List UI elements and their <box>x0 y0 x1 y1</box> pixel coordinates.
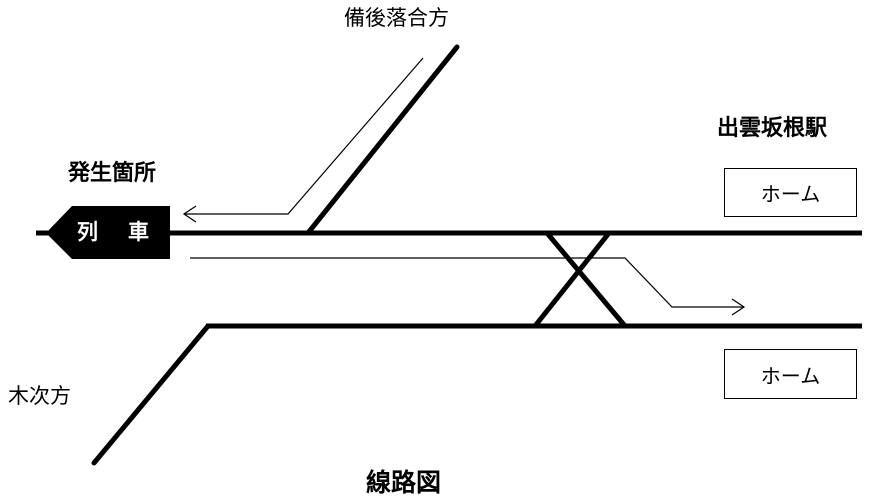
izumo-sakane-station-label: 出雲坂根駅 <box>717 116 828 141</box>
train-label-char-2: 車 <box>128 220 149 244</box>
lower-platform-label: ホーム <box>760 363 821 388</box>
upper-platform: ホーム <box>724 168 857 217</box>
route-arrow-to-train-head <box>182 205 197 223</box>
route-arrow-to-train <box>184 57 424 215</box>
train-label-char-1: 列 <box>77 220 98 244</box>
bingo-ochiai-direction-label: 備後落合方 <box>344 6 449 30</box>
crossover-track-a <box>545 231 627 328</box>
bingo-ochiai-branch-track <box>305 44 460 236</box>
diagram-title: 線路図 <box>366 468 442 497</box>
kisuki-branch-track <box>91 323 211 466</box>
route-arrow-crossover-head <box>731 298 746 316</box>
accident-location-label: 発生箇所 <box>68 161 157 186</box>
kisuki-direction-label: 木次方 <box>8 384 71 408</box>
upper-platform-label: ホーム <box>760 182 821 206</box>
train-shape <box>46 206 170 259</box>
route-arrow-crossover <box>190 257 744 308</box>
crossover-track-b <box>533 231 611 328</box>
lower-platform: ホーム <box>724 349 857 399</box>
